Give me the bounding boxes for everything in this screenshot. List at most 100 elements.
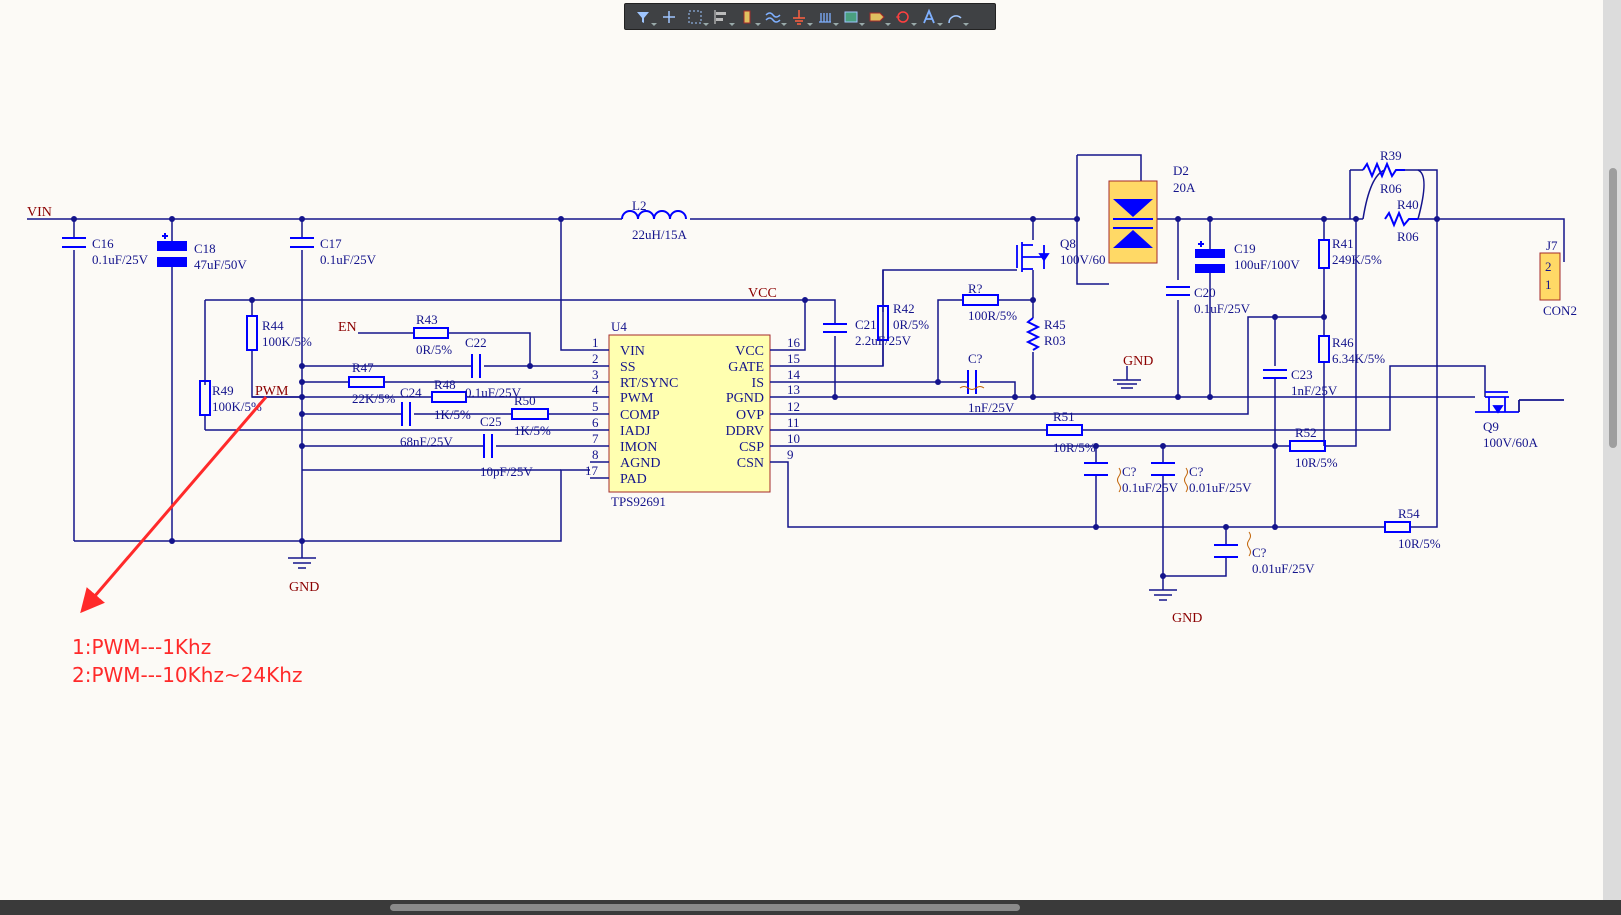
val-c24: 68nF/25V [400,434,453,449]
ic-designator: U4 [611,319,627,334]
mosfet-q8-symbol[interactable] [1016,242,1050,272]
junctions [71,216,1440,579]
resistor-symbol [1025,317,1041,351]
ref-q8: Q8 [1060,236,1076,251]
ref-c18: C18 [194,241,216,256]
place-text-button[interactable] [919,7,943,27]
mosfet-q9-symbol[interactable] [1475,391,1564,414]
val-r48: 1K/5% [434,407,471,422]
resistor-symbol [1318,335,1330,363]
filter-icon [637,11,649,23]
ground-icon [793,9,805,25]
pin-num: 12 [787,399,800,414]
val-q9: 100V/60A [1483,435,1539,450]
pin-num: 14 [787,367,801,382]
place-no-erc-button[interactable] [893,7,917,27]
select-rect-button[interactable] [685,7,709,27]
pin-num: 4 [592,382,599,397]
net-label-en: EN [338,320,357,335]
resistor-symbol [1318,239,1330,269]
diode-d2-symbol[interactable] [1108,180,1158,264]
capacitor-symbol [1214,544,1238,558]
val-r44: 100K/5% [262,334,312,349]
ref-r49: R49 [212,383,234,398]
resistor-symbol [1289,440,1326,452]
pin-name: IADJ [620,424,651,439]
capacitor-symbol [471,354,481,378]
component-icon [743,10,751,23]
val-r40: R06 [1397,229,1419,244]
ref-cq3: C? [1189,464,1204,479]
filter-button[interactable] [633,7,657,27]
select-rect-icon [688,10,702,23]
place-port-button[interactable] [867,7,891,27]
capacitor-symbol [1166,286,1190,296]
pin-name: SS [620,360,636,375]
ref-r51: R51 [1053,409,1075,424]
val-cq4: 0.01uF/25V [1252,561,1315,576]
ref-r50: R50 [514,393,536,408]
pin-num: 7 [592,431,599,446]
ref-r44: R44 [262,318,284,333]
connector-j7-symbol[interactable]: 2 1 [1539,252,1561,301]
annotation-notes: 1:PWM---1Khz 2:PWM---10Khz~24Khz [72,633,302,689]
pin-num: 1 [592,335,599,350]
pin-num: 8 [592,447,599,462]
val-r50: 1K/5% [514,423,551,438]
pin-name: IMON [620,440,657,455]
ref-r42: R42 [893,301,915,316]
resistor-symbol [246,315,258,351]
resistor-symbol [877,305,889,341]
pin-name: PGND [726,391,764,406]
wires [27,154,1565,590]
val-c19: 100uF/100V [1234,257,1300,272]
schematic-toolbar [624,3,996,30]
val-d2: 20A [1173,180,1196,195]
val-r39: R06 [1380,181,1402,196]
val-r42: 0R/5% [893,317,929,332]
port-icon [869,12,885,21]
pin-name: OVP [736,408,764,423]
val-cq1: 1nF/25V [968,400,1015,415]
val-r47: 22K/5% [352,391,396,406]
ground-icon [288,557,316,569]
pin-num: 5 [592,399,599,414]
ref-c22: C22 [465,335,487,350]
val-r46: 6.34K/5% [1332,351,1385,366]
resistor-symbol [413,327,449,339]
capacitor-symbol [401,402,411,426]
resistor-symbol [1362,161,1405,179]
vertical-scrollbar[interactable] [1603,0,1621,900]
ref-r46: R46 [1332,335,1354,350]
pin-num: 16 [787,335,801,350]
ref-c16: C16 [92,236,114,251]
horizontal-scrollbar-thumb[interactable] [390,904,1020,911]
pin-name: RT/SYNC [620,376,678,391]
pin-name: COMP [620,408,660,423]
pin-num: 9 [787,447,794,462]
place-wire-button[interactable] [763,7,787,27]
place-sheet-symbol-button[interactable] [841,7,865,27]
capacitor-symbol [1084,462,1108,476]
val-c16: 0.1uF/25V [92,252,149,267]
j7-pin1: 1 [1545,277,1552,292]
net-label-pwm: PWM [255,384,289,399]
align-button[interactable] [711,7,735,27]
schematic-canvas[interactable]: U4 TPS92691 1 2 3 4 5 6 7 8 17 16 15 14 … [0,0,1603,900]
pin-num: 13 [787,382,800,397]
capacitor-symbol [1151,462,1175,476]
place-arc-button[interactable] [945,7,969,27]
place-bus-button[interactable] [815,7,839,27]
place-part-button[interactable] [737,7,761,27]
annotation-line-1: 1:PWM---1Khz [72,635,212,659]
ref-r45: R45 [1044,317,1066,332]
resistor-symbol [348,376,385,388]
vertical-scrollbar-thumb[interactable] [1609,168,1617,448]
ic-u4[interactable]: U4 TPS92691 1 2 3 4 5 6 7 8 17 16 15 14 … [585,319,801,509]
val-r54: 10R/5% [1398,536,1441,551]
annotation-arrow [80,396,268,614]
crosshair-button[interactable] [659,7,679,27]
polarized-capacitor-symbol [1195,241,1225,273]
pin-name: CSP [739,440,764,455]
place-power-button[interactable] [789,7,813,27]
